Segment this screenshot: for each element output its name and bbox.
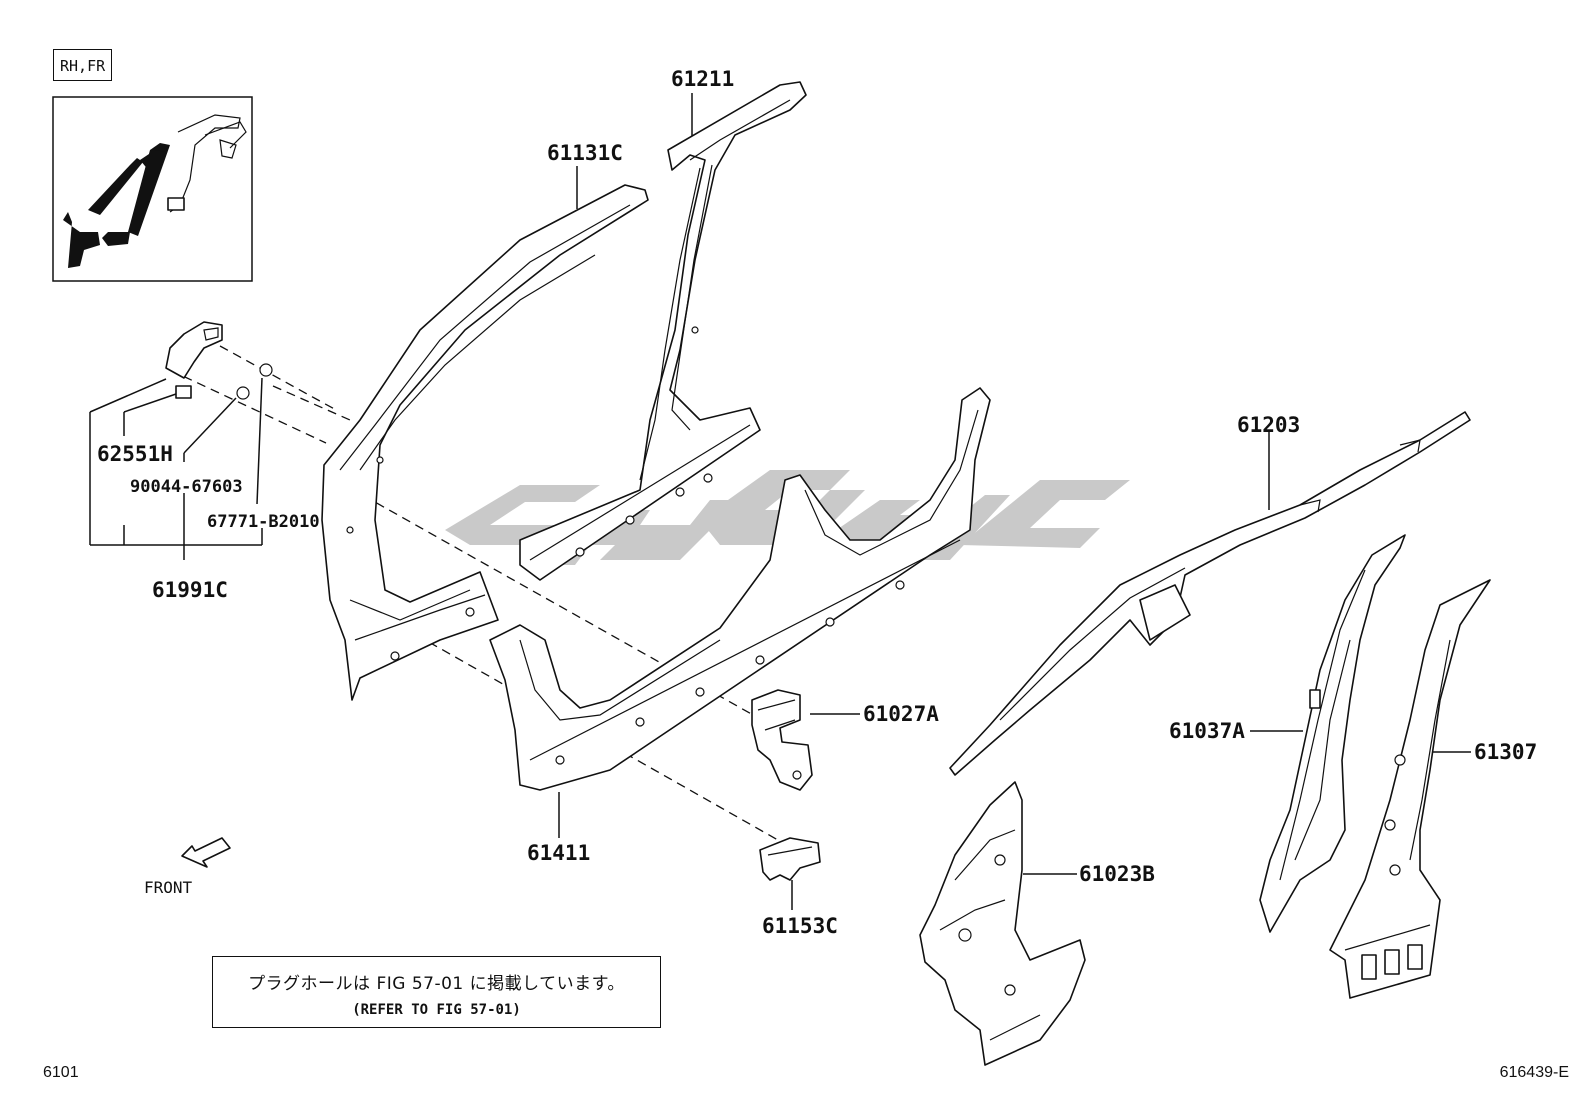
diagram-code: 616439-E [1499, 1064, 1569, 1081]
label-61411: 61411 [527, 841, 590, 865]
leader-lines [89, 93, 1471, 910]
part-61027a-bracket [751, 689, 813, 791]
front-label: FRONT [144, 878, 193, 897]
front-arrow-icon [181, 837, 231, 868]
part-61131c-front-pillar [321, 184, 649, 701]
label-61307: 61307 [1474, 740, 1537, 764]
label-61037a: 61037A [1169, 719, 1245, 743]
part-61023b-pillar-inner [919, 781, 1086, 1066]
note-box: プラグホールは FIG 57-01 に掲載しています。 (REFER TO FI… [212, 956, 661, 1028]
label-61153c: 61153C [762, 914, 838, 938]
label-61027a: 61027A [863, 702, 939, 726]
label-61131c: 61131C [547, 141, 623, 165]
label-61991c: 61991C [152, 578, 228, 602]
view-badge: RH,FR [53, 49, 113, 81]
part-61153c-bracket [759, 837, 821, 881]
label-90044-67603: 90044-67603 [130, 477, 243, 497]
label-61203: 61203 [1237, 413, 1300, 437]
label-62551h: 62551H [97, 442, 173, 466]
note-english: (REFER TO FIG 57-01) [352, 1002, 521, 1018]
inset-locator [52, 96, 253, 282]
part-61411-rocker [489, 387, 991, 791]
part-61211-center-pillar [519, 81, 807, 581]
part-61991c-cover [165, 321, 273, 400]
figure-code: 6101 [43, 1064, 79, 1081]
label-61211: 61211 [671, 67, 734, 91]
note-japanese: プラグホールは FIG 57-01 に掲載しています。 [248, 974, 625, 994]
label-67771-b2010: 67771-B2010 [207, 512, 320, 532]
part-61203-roof-rail [949, 411, 1471, 776]
label-61023b: 61023B [1079, 862, 1155, 886]
part-61037a-reinforcement [1259, 534, 1406, 933]
part-61307-pillar-inner [1329, 579, 1491, 999]
